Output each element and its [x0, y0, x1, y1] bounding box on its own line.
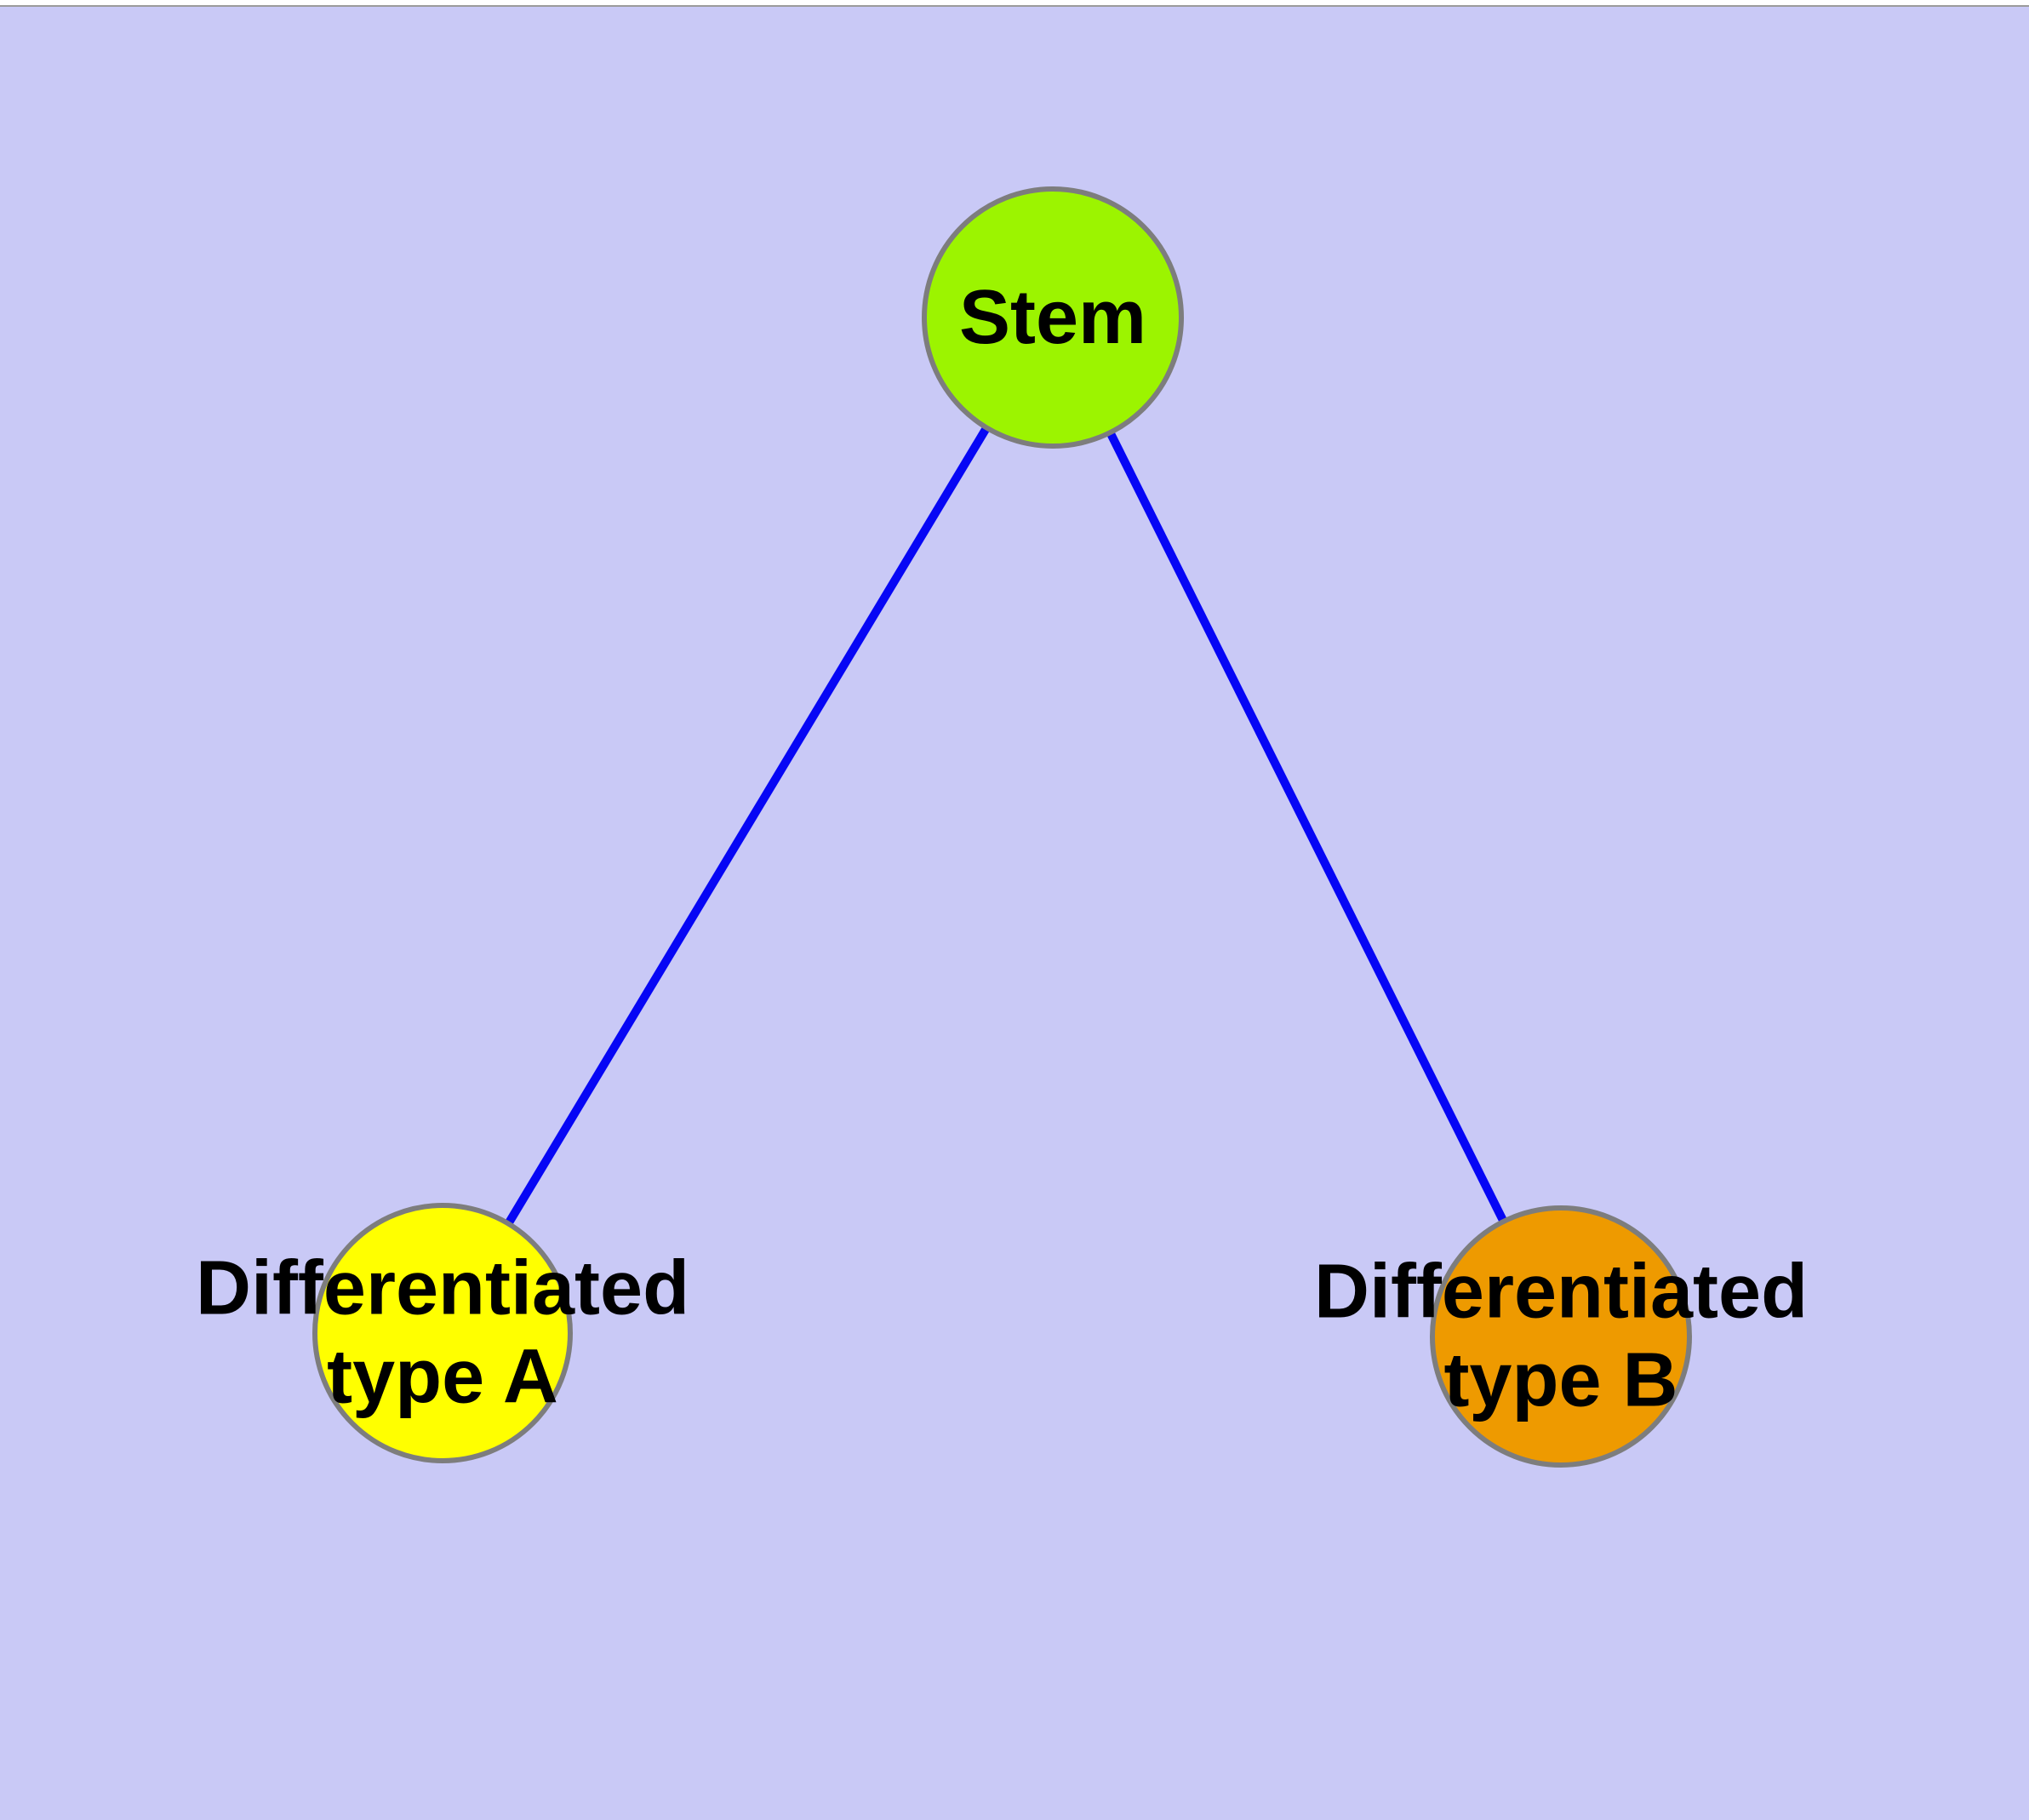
label-line: Differentiated: [1313, 1249, 1809, 1335]
label-line: type B: [1443, 1338, 1678, 1423]
node-differentiated-type-a-circle: [312, 1203, 573, 1463]
top-strip-divider: [0, 5, 2029, 7]
node-differentiated-type-b-circle: [1430, 1205, 1692, 1468]
label-line: type A: [327, 1335, 558, 1420]
node-stem-circle: [922, 186, 1184, 449]
edge-stem-to-type-b: [1049, 315, 1565, 1339]
node-stem-label: Stem: [959, 273, 1146, 362]
label-line: Stem: [958, 274, 1147, 360]
edge-stem-to-type-a: [438, 315, 1057, 1336]
label-line: Differentiated: [195, 1245, 690, 1331]
node-differentiated-type-b-label: Differentiated type B: [1314, 1248, 1808, 1426]
node-differentiated-type-a-label: Differentiated type A: [196, 1245, 689, 1422]
